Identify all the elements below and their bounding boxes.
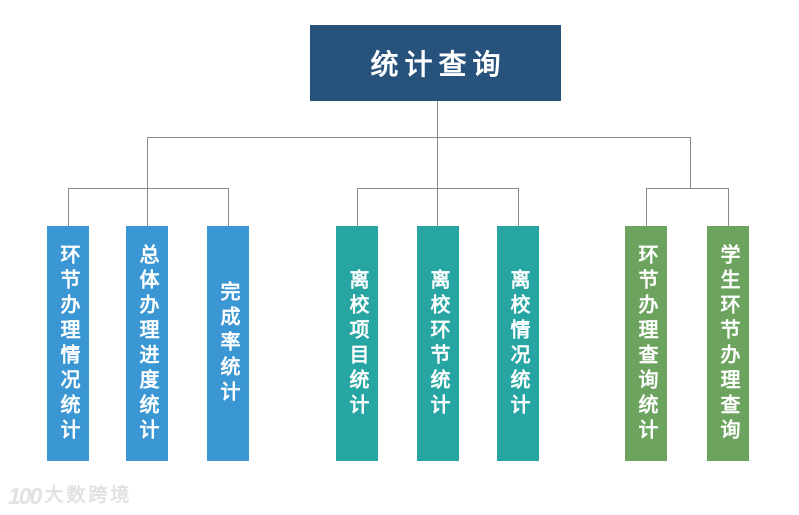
node-bar-student-step-handling-query: 学生环节办理查询: [707, 226, 749, 461]
watermark: 100 大数跨境: [8, 483, 132, 509]
node-bar-step-handling-query-stats: 环节办理查询统计: [625, 226, 667, 461]
node-bar-label: 离校情况统计: [507, 268, 529, 419]
node-bar-label: 环节办理查询统计: [635, 243, 657, 444]
connector-line: [646, 188, 647, 226]
node-bar-step-handling-status-stats: 环节办理情况统计: [47, 226, 89, 461]
node-bar-label: 完成率统计: [217, 281, 239, 406]
root-node-label: 统计查询: [370, 49, 507, 80]
node-bar-leaving-project-stats: 离校项目统计: [336, 226, 378, 461]
connector-line: [147, 137, 148, 226]
connector-line: [228, 188, 229, 226]
node-bar-label: 离校环节统计: [427, 268, 449, 419]
connector-line: [646, 188, 729, 189]
connector-line: [728, 188, 729, 226]
node-bar-completion-rate-stats: 完成率统计: [207, 226, 249, 461]
connector-line: [147, 137, 691, 138]
root-node-box: 统计查询: [310, 25, 561, 101]
connector-line: [357, 188, 358, 226]
node-bar-label: 总体办理进度统计: [136, 243, 158, 444]
connector-line: [68, 188, 229, 189]
node-bar-label: 离校项目统计: [346, 268, 368, 419]
connector-line: [68, 188, 69, 226]
watermark-logo: 100: [8, 483, 42, 509]
connector-line: [518, 188, 519, 226]
watermark-text: 大数跨境: [44, 485, 133, 506]
connector-line: [357, 188, 519, 189]
node-bar-label: 环节办理情况统计: [57, 243, 79, 444]
node-bar-leaving-status-stats: 离校情况统计: [497, 226, 539, 461]
connector-line: [437, 101, 438, 226]
node-bar-overall-progress-stats: 总体办理进度统计: [126, 226, 168, 461]
connector-line: [690, 137, 691, 188]
node-bar-leaving-step-stats: 离校环节统计: [417, 226, 459, 461]
node-bar-label: 学生环节办理查询: [717, 243, 739, 444]
